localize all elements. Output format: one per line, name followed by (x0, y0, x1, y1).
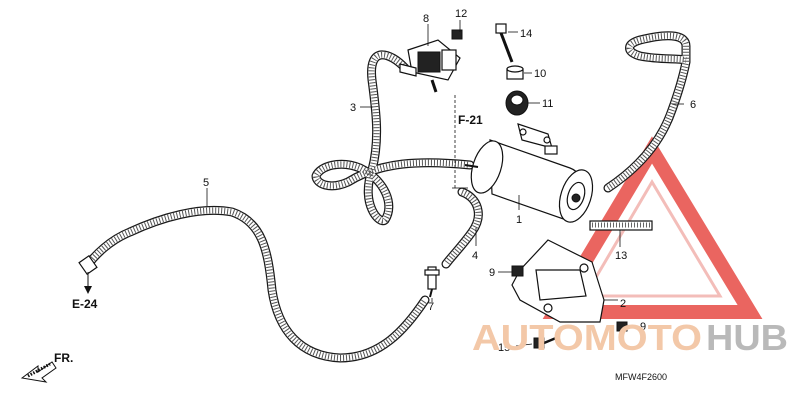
hose-5 (78, 205, 430, 363)
hose-3 (311, 50, 475, 226)
solenoid-valve-8 (399, 39, 461, 93)
callout-15: 15 (498, 342, 510, 354)
callout-6: 6 (690, 99, 696, 111)
callout-11: 11 (542, 98, 553, 110)
watermark-triangle (542, 136, 763, 319)
callout-1: 1 (516, 214, 522, 226)
canister-1 (464, 123, 594, 223)
tube-13 (589, 220, 653, 231)
e24-arrow (84, 272, 92, 294)
collar-10 (506, 65, 524, 80)
ref-front: FR. (54, 351, 73, 365)
diagram-code: MFW4F2600 (615, 372, 667, 382)
callout-9-upper: 9 (489, 267, 495, 279)
callout-7: 7 (428, 301, 434, 313)
ref-f21: F-21 (458, 113, 483, 127)
hose-6 (603, 31, 691, 193)
watermark-text-hub: HUB (706, 317, 788, 358)
joint-7 (424, 266, 440, 298)
callout-5: 5 (203, 177, 209, 189)
front-arrow-icon (20, 361, 57, 383)
callout-8: 8 (423, 13, 429, 25)
bolt-15 (533, 336, 557, 349)
mount-rubber-11 (505, 90, 529, 116)
hose-4 (441, 187, 483, 269)
bolt-14 (495, 23, 514, 63)
callout-2: 2 (620, 298, 626, 310)
callout-10: 10 (534, 68, 546, 80)
bolt-9-upper (511, 265, 524, 277)
bolt-9-lower (616, 321, 628, 332)
bolt-12 (451, 29, 463, 40)
callout-14: 14 (520, 28, 532, 40)
callout-9-lower: 9 (640, 321, 646, 333)
callout-3: 3 (350, 102, 356, 114)
callout-13: 13 (615, 250, 627, 262)
leader-lines (206, 20, 684, 347)
watermark-text-auto: AUTOMOTO (472, 317, 702, 358)
ref-e24: E-24 (72, 297, 98, 311)
callout-12: 12 (455, 8, 467, 20)
callout-4: 4 (472, 250, 478, 262)
